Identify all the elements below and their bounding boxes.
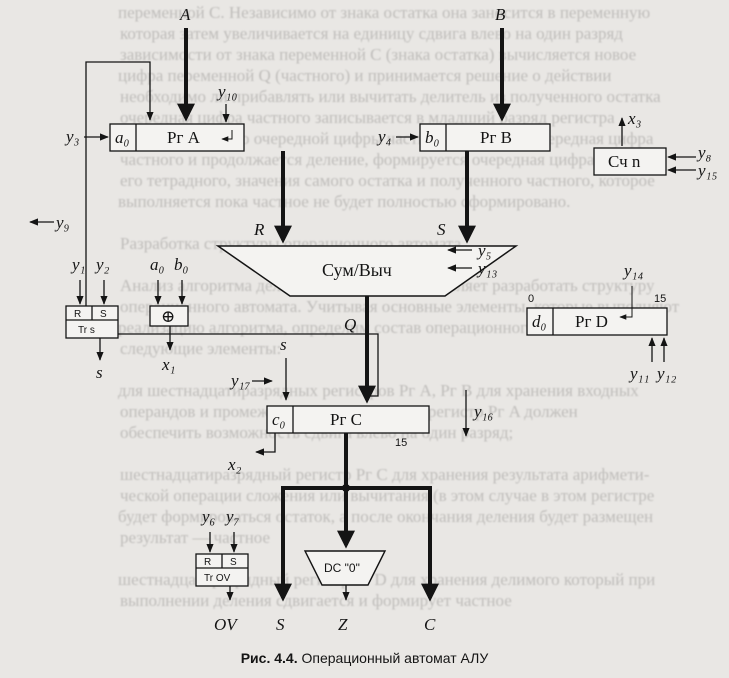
- output-z: Z: [338, 615, 348, 634]
- background-text-line: которая затем увеличивается на единицу с…: [120, 24, 623, 43]
- control-y1: y₁: [70, 255, 85, 274]
- background-text-line: зависимости от знака переменной C (знака…: [120, 45, 637, 64]
- background-text-line: шестнадцатиразрядный регистр Рг D для хр…: [118, 570, 656, 589]
- adder-subtractor: Сум/Выч: [215, 245, 519, 297]
- alu-input-s: S: [437, 220, 446, 239]
- control-y3: y₃: [64, 127, 80, 146]
- register-a: a₀ Рг A: [109, 123, 245, 152]
- control-y6: y₆: [200, 507, 216, 526]
- control-y14: y₁₄: [622, 261, 643, 280]
- register-b-flag: b₀: [425, 128, 440, 147]
- xor-input-a0: a₀: [150, 255, 165, 274]
- background-text-line: выполняется пока частное не будет полнос…: [118, 192, 571, 211]
- control-y15: y₁₅: [696, 161, 717, 180]
- svg-text:15: 15: [395, 437, 407, 449]
- background-text-line: будет формироваться остаток, а после око…: [118, 507, 654, 526]
- output-x1: x₁: [161, 355, 175, 374]
- control-y8: y₈: [696, 143, 712, 162]
- input-s-to-c: s: [280, 335, 287, 354]
- counter-n: Сч n: [593, 147, 667, 176]
- control-y11: y₁₁: [628, 364, 649, 383]
- figure-caption: Рис. 4.4. Операционный автомат АЛУ: [0, 650, 729, 666]
- decoder-label: DC "0": [324, 561, 360, 575]
- register-d-flag: d₀: [532, 312, 547, 331]
- background-text-line: шестнадцатиразрядный регистр Рг C для хр…: [120, 465, 650, 484]
- svg-text:S: S: [230, 557, 237, 568]
- alu-output-q: Q: [344, 315, 356, 334]
- control-y4: y₄: [376, 127, 392, 146]
- caption-number: Рис. 4.4.: [240, 650, 298, 666]
- output-x2: x₂: [227, 455, 242, 474]
- svg-text:S: S: [100, 309, 107, 320]
- output-c: C: [424, 615, 436, 634]
- background-text-line: результат — частное: [120, 528, 271, 547]
- counter-name: Сч n: [608, 152, 641, 171]
- svg-text:⊕: ⊕: [161, 307, 175, 326]
- output-ov: OV: [214, 615, 239, 634]
- trigger-s-name: Tr s: [78, 325, 95, 336]
- svg-text:0: 0: [528, 293, 534, 305]
- input-a-label: A: [179, 5, 191, 24]
- register-d-name: Рг D: [575, 312, 608, 331]
- background-text-line: частного и продолжается деление, формиру…: [120, 150, 663, 169]
- control-y10: y₁₀: [216, 82, 237, 101]
- control-y9: y₉: [54, 213, 70, 232]
- background-text-line: следующие элементы:: [120, 339, 282, 358]
- feedback-c-to-a: [85, 61, 379, 397]
- alu-diagram: A B a₀ Рг A y₃ y₁₀ b₀ Рг B y₄: [29, 5, 717, 634]
- background-text-line: необходимо ли прибавлять или вычитать де…: [120, 87, 661, 106]
- output-x3: x₃: [627, 109, 642, 128]
- background-text-line: очередная цифра частного записывается в …: [120, 108, 615, 127]
- register-c: c₀ Рг C: [266, 405, 430, 434]
- svg-text:R: R: [204, 557, 211, 568]
- control-y2: y₂: [94, 255, 110, 274]
- svg-text:R: R: [74, 309, 81, 320]
- register-b-name: Рг B: [480, 128, 512, 147]
- register-a-name: Рг A: [167, 128, 201, 147]
- input-b-label: B: [495, 5, 506, 24]
- output-s-small: s: [96, 363, 103, 382]
- register-c-flag: c₀: [272, 410, 286, 429]
- trigger-ov-name: Tr OV: [204, 573, 231, 584]
- background-text-line: ческой операции сложения или вычитания (…: [120, 486, 655, 505]
- background-text-line: переменной C. Независимо от знака остатк…: [118, 3, 651, 22]
- background-text-line: выполнении деления сдвигается и формируе…: [120, 591, 512, 610]
- register-d: d₀ Рг D: [526, 286, 668, 336]
- alu-input-r: R: [253, 220, 265, 239]
- trigger-s: R S Tr s: [65, 305, 119, 339]
- control-y12: y₁₂: [655, 364, 676, 383]
- xor-input-b0: b₀: [174, 255, 189, 274]
- output-s: S: [276, 615, 285, 634]
- background-text-line: его тетрадного, значения самого остатка …: [120, 171, 655, 190]
- background-text: переменной C. Независимо от знака остатк…: [118, 3, 679, 610]
- alu-label: Сум/Выч: [322, 260, 392, 280]
- register-c-name: Рг C: [330, 410, 362, 429]
- xor-gate: ⊕: [149, 305, 189, 327]
- control-y5: y₅: [476, 241, 492, 260]
- background-text-line: цифра переменной Q (частного) и принимае…: [118, 66, 612, 85]
- control-y17: y₁₇: [229, 371, 250, 390]
- background-text-line: реализацию алгоритма, определим состав о…: [118, 318, 631, 337]
- trigger-ov: R S Tr OV: [195, 553, 249, 587]
- control-y16: y₁₆: [472, 402, 493, 421]
- caption-text: Операционный автомат АЛУ: [301, 650, 489, 666]
- decoder-zero: DC "0": [303, 550, 387, 586]
- register-a-flag: a₀: [115, 128, 130, 147]
- register-b: b₀ Рг B: [419, 123, 551, 152]
- control-y7: y₇: [224, 507, 240, 526]
- svg-text:15: 15: [654, 293, 666, 305]
- control-y13: y₁₃: [476, 259, 497, 278]
